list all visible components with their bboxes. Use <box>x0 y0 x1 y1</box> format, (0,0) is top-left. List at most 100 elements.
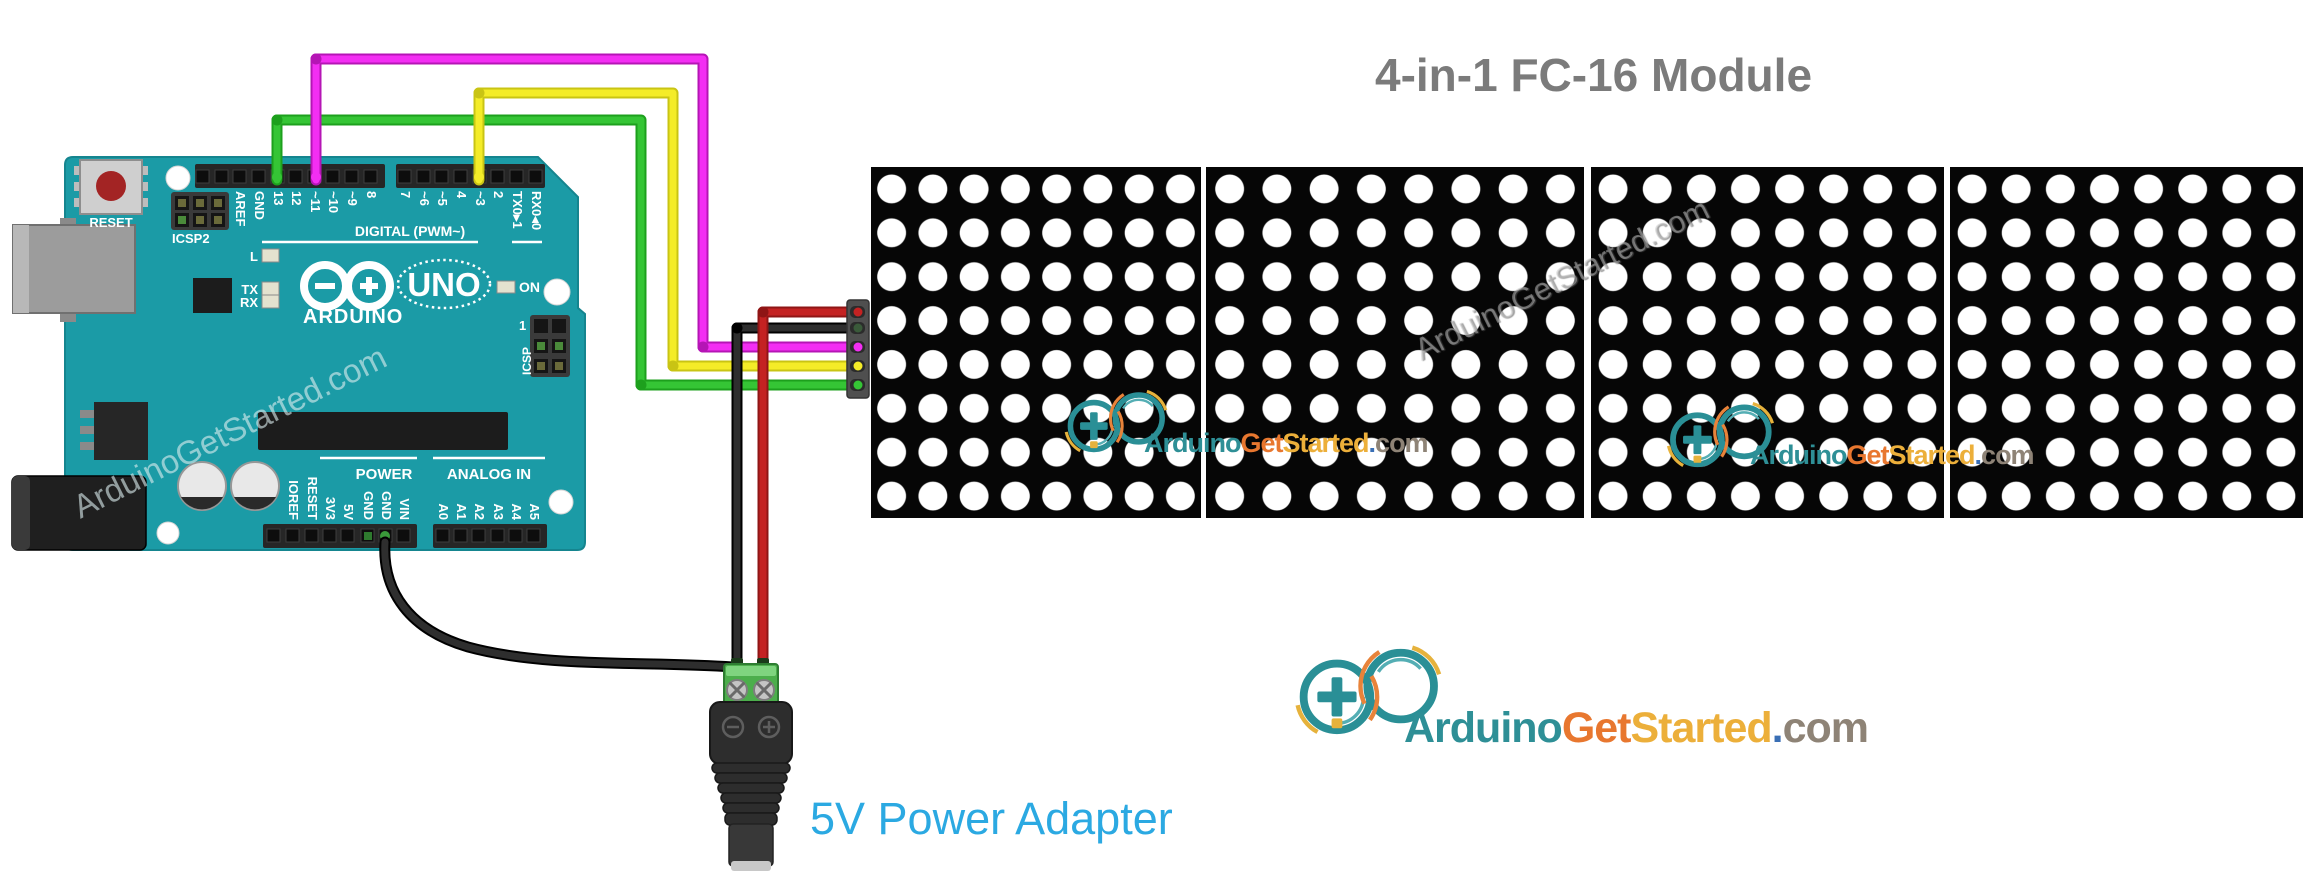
logo-part-get: Get <box>1561 704 1632 752</box>
digital-section-label: DIGITAL (PWM~) <box>355 223 465 239</box>
svg-text:~6: ~6 <box>417 191 432 206</box>
led-tx <box>261 281 280 296</box>
led-tx-label: TX <box>241 282 258 297</box>
terminal-slot-plus <box>757 658 769 672</box>
svg-text:2: 2 <box>491 191 506 198</box>
logo-part-dot: . <box>1974 440 1982 470</box>
terminal-block <box>723 663 779 707</box>
connector-pin-cs <box>853 361 863 371</box>
cs-wire <box>475 89 856 370</box>
svg-text:TX0▸1: TX0▸1 <box>510 191 525 229</box>
power-adapter <box>709 658 793 871</box>
analog-section-label: ANALOG IN <box>447 466 531 483</box>
reset-cap <box>96 171 126 201</box>
arduino-gnd-wire-outline <box>379 536 739 673</box>
led-l-label: L <box>250 249 258 264</box>
svg-text:~10: ~10 <box>326 191 341 213</box>
digital-header-right <box>396 164 545 188</box>
logo-part-started: Started <box>1282 428 1370 458</box>
jack-tip <box>731 861 771 871</box>
svg-text:~11: ~11 <box>308 191 323 212</box>
jack-barrel <box>728 823 774 867</box>
logo-part-started: Started <box>1888 440 1976 470</box>
gnd-wire-outline <box>731 322 858 670</box>
diagonal-watermark: ArduinoGetStarted.com <box>67 338 393 526</box>
svg-text:GND: GND <box>361 491 376 520</box>
svg-text:GND: GND <box>379 491 394 520</box>
svg-text:12: 12 <box>289 191 304 205</box>
led-matrix-module-3 <box>1591 167 1944 518</box>
icsp2-header: ICSP2 <box>171 192 229 246</box>
gnd-wire <box>733 324 856 668</box>
icsp-label: ICSP <box>520 347 534 375</box>
board-leds: L TX RX ON <box>240 248 540 310</box>
svg-text:A4: A4 <box>509 503 524 520</box>
uno-label: UNO <box>407 266 480 303</box>
mounting-hole <box>543 278 571 306</box>
jack-body <box>709 701 793 765</box>
logo-part-dot: . <box>1771 704 1784 752</box>
logo-part-arduino: Arduino <box>1750 440 1847 470</box>
arduino-gnd-wire <box>381 538 737 671</box>
digital-pin-labels: AREF GND 13 12 ~11 ~10 ~9 8 7 ~6 ~5 4 ~3… <box>233 191 544 230</box>
din-wire-outline <box>310 53 858 353</box>
svg-text:~3: ~3 <box>473 191 488 206</box>
svg-text:A3: A3 <box>491 503 506 520</box>
terminal-top <box>726 666 776 676</box>
led-matrix-module-1 <box>871 167 1201 518</box>
power-adapter-label: 5V Power Adapter <box>810 793 1173 844</box>
mounting-hole <box>548 489 574 515</box>
svg-text:A1: A1 <box>454 503 469 520</box>
svg-text:A5: A5 <box>527 503 542 520</box>
on-label: ON <box>519 279 540 295</box>
connector-pin-vcc <box>853 307 863 317</box>
led-on <box>496 280 516 294</box>
svg-text:VIN: VIN <box>397 498 412 520</box>
terminal-screws <box>726 679 775 701</box>
analog-pin-labels: A0 A1 A2 A3 A4 A5 <box>436 503 542 520</box>
svg-text:IOREF: IOREF <box>286 480 301 520</box>
uno-oval <box>396 258 492 310</box>
svg-text:GND: GND <box>252 191 267 220</box>
svg-text:A2: A2 <box>472 503 487 520</box>
vcc-wire-outline <box>757 306 858 670</box>
minus-symbol <box>721 715 745 739</box>
reset-button: RESET <box>74 159 148 230</box>
logo-part-arduino: Arduino <box>1404 704 1563 752</box>
matrix-connector <box>846 299 870 399</box>
logo-part-dot: . <box>1368 428 1376 458</box>
arduinogetstarted-watermark-text: ArduinoGetStarted.com <box>1144 428 1429 459</box>
cs-wire-outline <box>473 87 858 372</box>
svg-text:3V3: 3V3 <box>323 497 338 520</box>
svg-text:13: 13 <box>271 191 286 205</box>
strain-relief <box>711 762 791 826</box>
led-rx <box>261 294 280 309</box>
power-section-label: POWER <box>356 466 413 483</box>
icsp-pin1-label: 1 <box>519 318 526 333</box>
svg-text:7: 7 <box>398 191 413 198</box>
connector-pin-din <box>853 342 863 352</box>
power-header <box>263 524 417 548</box>
logo-part-arduino: Arduino <box>1144 428 1241 458</box>
logo-part-com: com <box>1375 428 1429 458</box>
power-pin-labels: IOREF RESET 3V3 5V GND GND VIN <box>286 477 412 521</box>
svg-text:~5: ~5 <box>435 191 450 206</box>
arduino-logo <box>300 261 394 311</box>
brand-label: ARDUINO <box>303 306 403 328</box>
icsp-header: 1 ICSP <box>519 315 570 377</box>
svg-text:RX0◂0: RX0◂0 <box>529 191 544 230</box>
svg-text:AREF: AREF <box>233 191 248 226</box>
small-chip <box>193 278 232 313</box>
led-matrix-module-4 <box>1950 167 2303 518</box>
logo-part-get: Get <box>1240 428 1283 458</box>
voltage-regulator <box>80 402 148 460</box>
page-title: 4-in-1 FC-16 Module <box>1375 49 1813 101</box>
svg-text:A0: A0 <box>436 503 451 520</box>
digital-header-left <box>195 164 385 188</box>
svg-text:RESET: RESET <box>305 477 320 520</box>
logo-part-com: com <box>1981 440 2035 470</box>
vcc-wire <box>759 308 856 668</box>
din-wire <box>312 55 856 351</box>
connector-pin-gnd <box>853 323 863 333</box>
